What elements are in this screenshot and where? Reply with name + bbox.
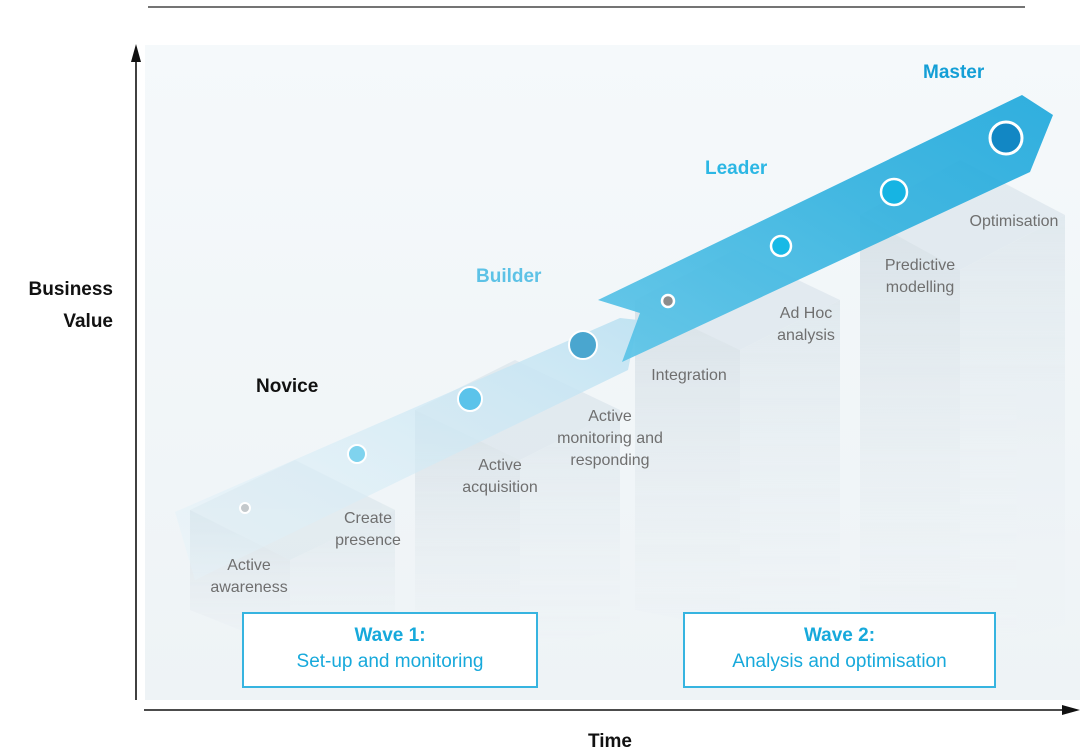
step-label-line: monitoring and (557, 430, 663, 447)
step-label-line: modelling (885, 279, 955, 296)
x-axis-arrowhead-icon (1062, 705, 1080, 715)
wave-2-box: Wave 2: Analysis and optimisation (683, 612, 996, 688)
step-label-integration: Integration (634, 365, 744, 387)
stage-builder: Builder (476, 266, 542, 287)
wave-1-box: Wave 1: Set-up and monitoring (242, 612, 538, 688)
stage-leader: Leader (705, 158, 768, 179)
wave-1-subtitle: Set-up and monitoring (296, 651, 484, 672)
step-dot (769, 234, 793, 258)
prism-4 (860, 160, 1065, 650)
step-label-line: responding (570, 452, 650, 469)
stage-novice: Novice (256, 376, 319, 397)
step-label-line: acquisition (462, 479, 538, 496)
step-label-active-monitoring: Active monitoring and responding (540, 406, 680, 472)
step-dot (239, 502, 251, 514)
wave-1-band (175, 318, 638, 580)
step-dot (988, 120, 1024, 156)
step-label-line: Ad Hoc (779, 305, 833, 322)
step-label-line: presence (335, 532, 401, 549)
step-label-optimisation: Optimisation (958, 211, 1070, 233)
step-label-line: Create (343, 510, 393, 527)
step-label-ad-hoc-analysis: Ad Hoc analysis (756, 303, 856, 347)
stage-master: Master (923, 62, 985, 83)
step-label-line: Active (478, 457, 522, 474)
wave-2-subtitle: Analysis and optimisation (732, 651, 947, 672)
step-dots (239, 120, 1024, 514)
step-label-line: analysis (777, 327, 835, 344)
y-axis-label: Business Value (0, 274, 113, 338)
step-label-active-awareness: Active awareness (199, 555, 299, 599)
prism-2 (415, 360, 620, 650)
step-label-line: awareness (210, 579, 288, 596)
wave-2-band (598, 95, 1053, 362)
x-axis-label: Time (587, 731, 632, 752)
step-label-active-acquisition: Active acquisition (440, 455, 560, 499)
step-label-create-presence: Create presence (318, 508, 418, 552)
step-label-line: Predictive (884, 257, 956, 274)
step-dot (660, 293, 676, 309)
step-dot (879, 177, 909, 207)
step-label-line: Active (227, 557, 271, 574)
step-label-predictive-modelling: Predictive modelling (865, 255, 975, 299)
axes (131, 44, 1080, 715)
y-axis-label-line: Value (63, 311, 113, 332)
wave-1-title: Wave 1: (354, 625, 426, 646)
step-label-line: Active (588, 408, 632, 425)
step-dot (568, 330, 598, 360)
y-axis-arrowhead-icon (131, 44, 141, 62)
step-dot (457, 386, 483, 412)
wave-2-title: Wave 2: (803, 625, 876, 646)
step-label-line: Optimisation (969, 213, 1059, 230)
y-axis-label-line: Business (28, 279, 113, 300)
step-label-line: Integration (651, 367, 727, 384)
step-dot (347, 444, 367, 464)
